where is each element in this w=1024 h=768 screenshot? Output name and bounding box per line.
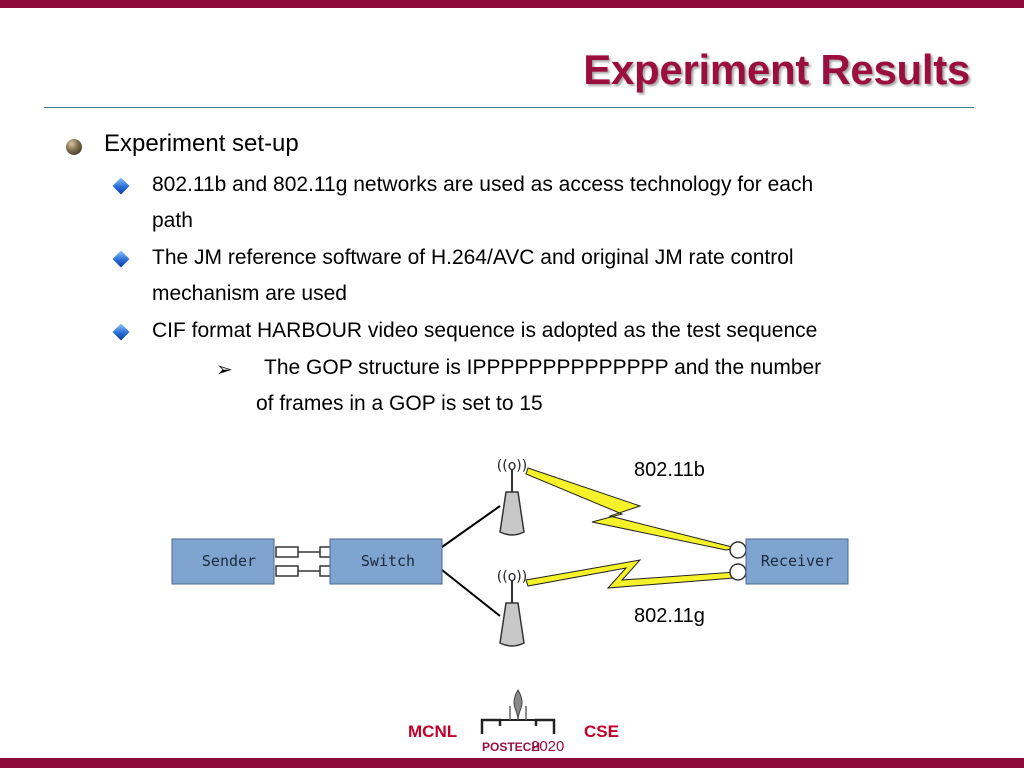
arrow-bullet-icon: ➢ [216, 359, 233, 381]
diamond-bullet-icon [112, 177, 130, 195]
title-divider [44, 107, 974, 108]
footer-dept-label: CSE [584, 722, 619, 741]
sender-label: Sender [202, 552, 256, 570]
bullet-item: The JM reference software of H.264/AVC a… [152, 246, 794, 269]
sub-bullet-continuation: of frames in a GOP is set to 15 [256, 392, 543, 415]
bullet-item-continuation: mechanism are used [152, 282, 347, 305]
footer-lab-label: MCNL [408, 722, 458, 741]
logo-text: POSTECH [482, 740, 541, 754]
slide-title: Experiment Results [583, 46, 970, 93]
network-diagram: Sender Switch ((o)) ((o)) Receiver 802.1… [171, 458, 849, 647]
sender-box [171, 538, 275, 585]
switch-label: Switch [361, 552, 415, 570]
link-label-11b: 802.11b [634, 459, 705, 481]
switch-box [329, 538, 443, 585]
footer: MCNL CSE POSTECH 2020 [0, 686, 1024, 758]
bullet-main: Experiment set-up [104, 130, 299, 157]
receiver-label: Receiver [761, 552, 833, 570]
sub-bullet-item: The GOP structure is IPPPPPPPPPPPPPP and… [264, 356, 822, 379]
antenna-icon: ((o)) [497, 569, 527, 647]
lightning-bolt-11g [525, 559, 737, 589]
signal-waves-icon: ((o)) [497, 569, 527, 585]
diamond-bullet-icon [112, 323, 130, 341]
diamond-bullet-icon [112, 250, 130, 268]
bullet-item: 802.11b and 802.11g networks are used as… [152, 173, 814, 196]
receiver-interface-g [729, 563, 747, 581]
bottom-accent-bar [0, 758, 1024, 768]
postech-logo-icon [480, 689, 556, 734]
receiver-box [745, 538, 849, 585]
receiver-interface-b [729, 541, 747, 559]
bullet-list: Experiment set-up 802.11b and 802.11g ne… [66, 130, 822, 415]
sphere-bullet-icon [66, 139, 82, 155]
link-switch-ap2 [441, 569, 501, 617]
logo-year: 2020 [531, 738, 565, 755]
top-accent-bar [0, 0, 1024, 8]
link-switch-ap1 [441, 505, 501, 548]
lightning-bolt-11b [525, 467, 737, 551]
antenna-icon: ((o)) [497, 458, 527, 536]
bullet-item-continuation: path [152, 209, 193, 232]
link-label-11g: 802.11g [634, 605, 705, 627]
signal-waves-icon: ((o)) [497, 458, 527, 474]
bullet-item: CIF format HARBOUR video sequence is ado… [152, 319, 818, 342]
